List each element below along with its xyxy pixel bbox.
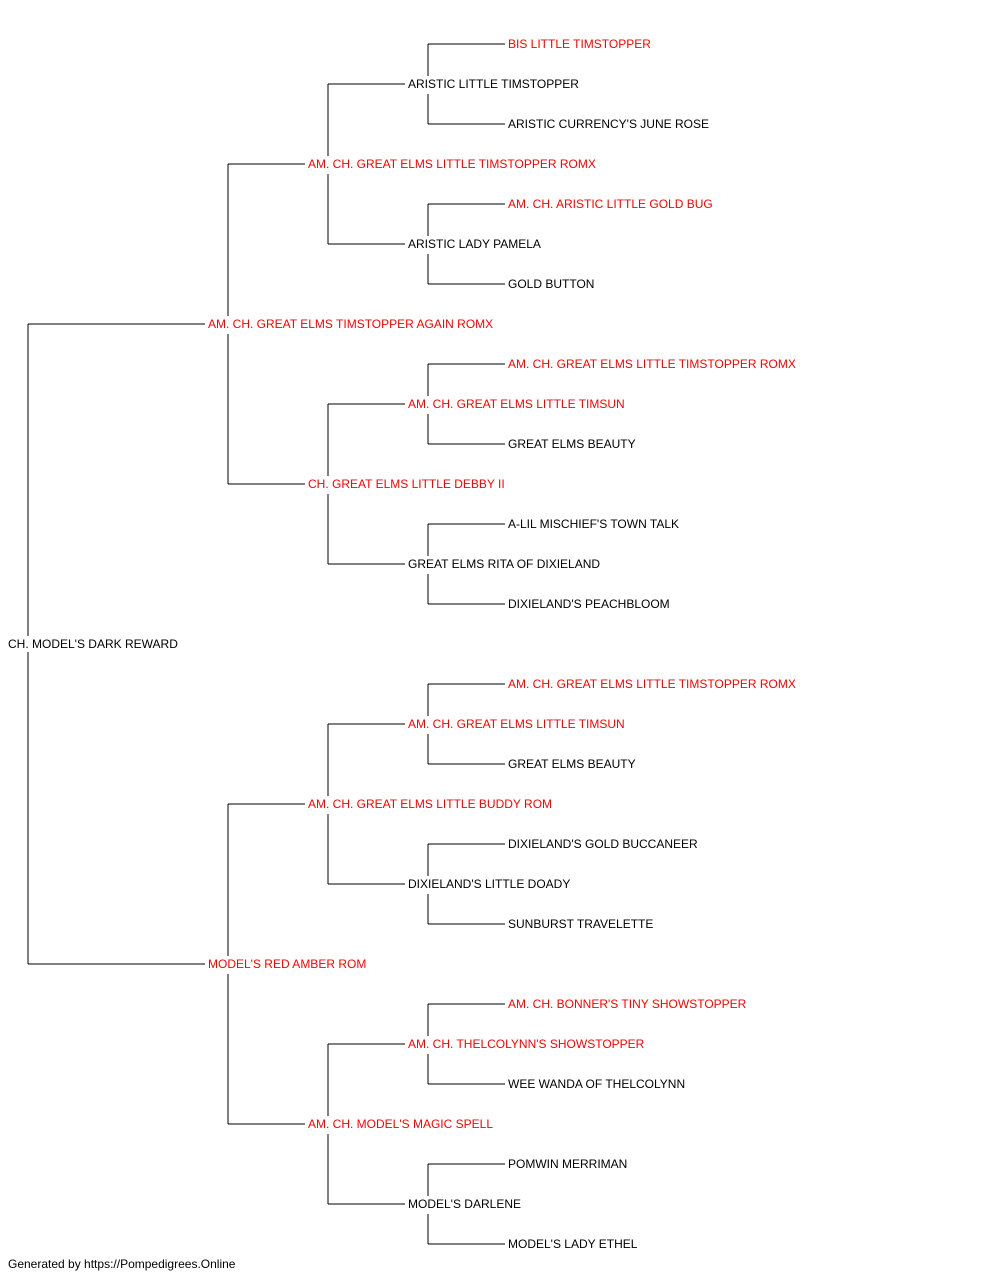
pedigree-name: ARISTIC LADY PAMELA [408,237,541,251]
pedigree-name: WEE WANDA OF THELCOLYNN [508,1077,686,1091]
pedigree-name: BIS LITTLE TIMSTOPPER [508,37,651,51]
pedigree-name: GOLD BUTTON [508,277,595,291]
pedigree-name: POMWIN MERRIMAN [508,1157,628,1171]
pedigree-name: ARISTIC LITTLE TIMSTOPPER [408,77,579,91]
pedigree-name: A-LIL MISCHIEF'S TOWN TALK [508,517,679,531]
pedigree-name: SUNBURST TRAVELETTE [508,917,654,931]
pedigree-name: AM. CH. BONNER'S TINY SHOWSTOPPER [508,997,747,1011]
pedigree-name: AM. CH. GREAT ELMS LITTLE TIMSUN [408,717,625,731]
pedigree-name: CH. GREAT ELMS LITTLE DEBBY II [308,477,505,491]
pedigree-name: AM. CH. THELCOLYNN'S SHOWSTOPPER [408,1037,645,1051]
pedigree-name: AM. CH. GREAT ELMS LITTLE TIMSUN [408,397,625,411]
pedigree-name: AM. CH. GREAT ELMS LITTLE TIMSTOPPER ROM… [508,357,796,371]
pedigree-name: MODEL'S DARLENE [408,1197,521,1211]
pedigree-name: CH. MODEL'S DARK REWARD [8,637,178,651]
pedigree-name: MODEL'S LADY ETHEL [508,1237,638,1251]
pedigree-name: AM. CH. GREAT ELMS TIMSTOPPER AGAIN ROMX [208,317,494,331]
pedigree-name: AM. CH. GREAT ELMS LITTLE TIMSTOPPER ROM… [308,157,596,171]
pedigree-name: AM. CH. GREAT ELMS LITTLE BUDDY ROM [308,797,553,811]
pedigree-name: MODEL'S RED AMBER ROM [208,957,367,971]
pedigree-name: GREAT ELMS RITA OF DIXIELAND [408,557,601,571]
pedigree-name: DIXIELAND'S LITTLE DOADY [408,877,571,891]
pedigree-name: AM. CH. ARISTIC LITTLE GOLD BUG [508,197,713,211]
pedigree-name: AM. CH. GREAT ELMS LITTLE TIMSTOPPER ROM… [508,677,796,691]
pedigree-name: DIXIELAND'S GOLD BUCCANEER [508,837,698,851]
pedigree-name: GREAT ELMS BEAUTY [508,757,636,771]
pedigree-name: DIXIELAND'S PEACHBLOOM [508,597,670,611]
pedigree-name: GREAT ELMS BEAUTY [508,437,636,451]
generated-by-footer: Generated by https://Pompedigrees.Online [8,1257,236,1271]
pedigree-name: AM. CH. MODEL'S MAGIC SPELL [308,1117,493,1131]
pedigree-name: ARISTIC CURRENCY'S JUNE ROSE [508,117,709,131]
